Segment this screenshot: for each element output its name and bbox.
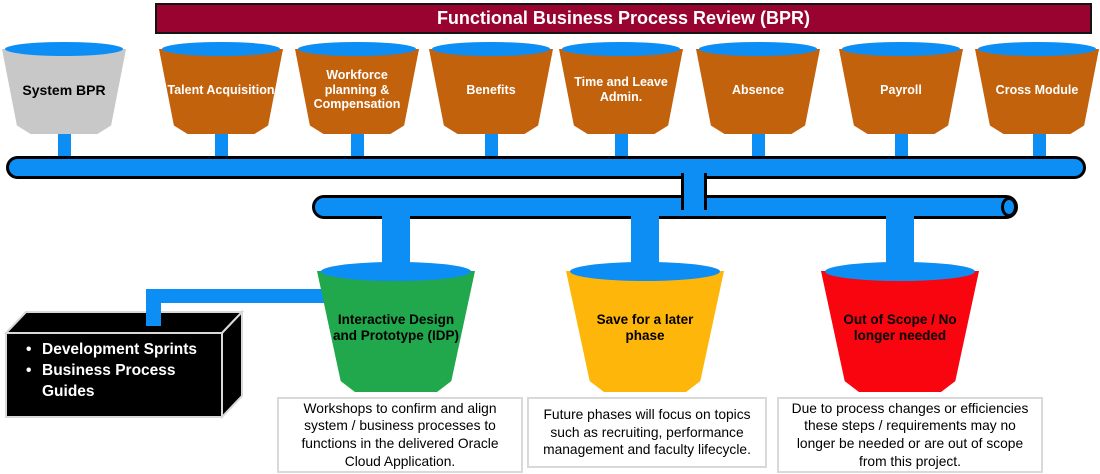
funnel-label: Cross Module	[995, 82, 1079, 97]
bucket-out-of-scope: Out of Scope / No longer needed	[821, 262, 979, 392]
funnel-lid	[842, 42, 960, 56]
pipe-main	[6, 156, 1086, 179]
bucket-label: Out of Scope / No longer needed	[843, 311, 957, 343]
bucket-label: Save for a later phase	[596, 311, 694, 343]
deliverables-list: Development Sprints Business Process Gui…	[22, 340, 227, 403]
pipe-endcap	[1001, 197, 1017, 217]
funnel-body	[295, 49, 419, 134]
funnel-lid	[562, 42, 680, 56]
funnel-cross-module: Cross Module	[975, 42, 1099, 134]
note-text: Workshops to confirm and align system / …	[301, 400, 499, 469]
bucket-idp: Interactive Design and Prototype (IDP)	[317, 262, 475, 392]
funnel-lid	[432, 42, 550, 56]
funnel-label: Talent Acquisition	[167, 82, 275, 97]
note-text: Due to process changes or efficiencies t…	[791, 400, 1029, 469]
elbow-pipe-horizontal	[146, 289, 336, 303]
bucket-body	[821, 271, 979, 392]
funnel-label: Workforce planning & Compensation	[313, 67, 401, 112]
funnel-body	[429, 49, 553, 134]
funnel-label: Time and Leave Admin.	[574, 75, 668, 104]
page-title: Functional Business Process Review (BPR)	[436, 8, 811, 28]
note-out-of-scope: Due to process changes or efficiencies t…	[777, 397, 1043, 473]
bucket-body	[566, 271, 724, 392]
funnel-lid	[5, 42, 123, 56]
bucket-lid	[570, 262, 720, 281]
funnel-body	[975, 49, 1099, 134]
bucket-body	[317, 271, 475, 392]
funnel-body	[839, 49, 963, 134]
bucket-lid	[321, 262, 471, 281]
funnel-workforce-compensation: Workforce planning & Compensation	[295, 42, 419, 134]
funnel-talent-acquisition: Talent Acquisition	[159, 42, 283, 134]
bucket-save-later: Save for a later phase	[566, 262, 724, 392]
funnel-label: System BPR	[22, 81, 106, 98]
bucket-lid	[825, 262, 975, 281]
note-idp: Workshops to confirm and align system / …	[277, 397, 523, 473]
funnel-body	[159, 49, 283, 134]
funnel-lid	[699, 42, 817, 56]
funnel-body	[2, 49, 126, 134]
funnel-label: Absence	[731, 82, 785, 97]
deliverables-box-top-face	[4, 311, 245, 334]
funnel-lid	[298, 42, 416, 56]
elbow-pipe-vertical	[146, 289, 161, 326]
funnel-system-bpr: System BPR	[2, 42, 126, 134]
funnel-label: Payroll	[880, 82, 922, 97]
title-banner: Functional Business Process Review (BPR)	[155, 3, 1092, 34]
funnel-body	[696, 49, 820, 134]
deliverable-item: Development Sprints	[26, 340, 227, 361]
note-save-later: Future phases will focus on topics such …	[527, 397, 767, 468]
pipe-junction	[681, 173, 707, 210]
funnel-label: Benefits	[466, 82, 516, 97]
note-text: Future phases will focus on topics such …	[543, 407, 751, 458]
funnel-lid	[162, 42, 280, 56]
funnel-time-leave-admin: Time and Leave Admin.	[559, 42, 683, 134]
funnel-body	[559, 49, 683, 134]
funnel-payroll: Payroll	[839, 42, 963, 134]
bucket-label: Interactive Design and Prototype (IDP)	[333, 311, 460, 343]
funnel-absence: Absence	[696, 42, 820, 134]
funnel-benefits: Benefits	[429, 42, 553, 134]
deliverable-item: Business Process Guides	[26, 361, 227, 403]
funnel-lid	[978, 42, 1096, 56]
